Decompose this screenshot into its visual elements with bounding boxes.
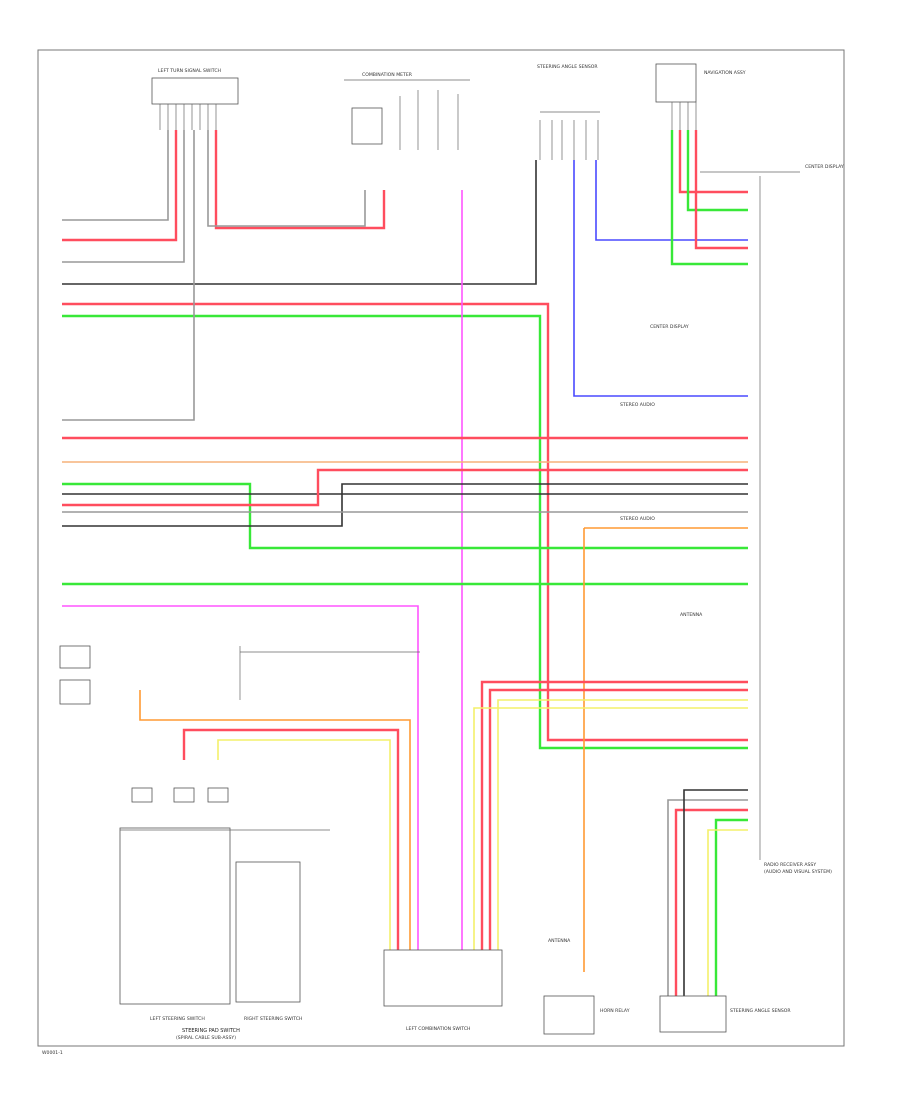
antenna-label: ANTENNA	[548, 938, 571, 944]
inline-label-antenna: ANTENNA	[680, 612, 703, 618]
wire-yellow-bottom-2	[473, 707, 748, 950]
horn-relay-label: HORN RELAY	[600, 1008, 630, 1014]
wire-green-mid	[62, 482, 748, 550]
inline-label-stereo-audio-2: STEREO AUDIO	[620, 516, 655, 522]
left-combination-switch: LEFT COMBINATION SWITCH	[383, 949, 503, 1032]
footer-code: W0001-1	[42, 1050, 63, 1056]
top-right-connector-1: STEERING ANGLE SENSOR	[537, 64, 600, 160]
wire-red-top-center	[214, 130, 386, 230]
wire-black-right-low	[683, 789, 748, 996]
wire-red-right-top	[678, 130, 748, 194]
wire-blue-right	[595, 160, 748, 241]
wire-gray-top-left-1	[62, 130, 169, 221]
wire-red-top-left	[62, 130, 178, 242]
top-center-connector: COMBINATION METER	[344, 72, 470, 150]
wire-red-right-low	[674, 808, 748, 996]
wire-black-mid-2	[62, 483, 748, 527]
wire-red-mid	[62, 468, 748, 507]
steering-switch-title: STEERING PAD SWITCH	[182, 1028, 240, 1034]
steering-pad-switch: LEFT STEERING SWITCH RIGHT STEERING SWIT…	[119, 787, 330, 1041]
wire-black-top-1	[62, 160, 537, 285]
wire-green-right-2	[686, 130, 748, 212]
wire-red-bottom-2	[488, 688, 748, 950]
top-right-connector-1-label: STEERING ANGLE SENSOR	[537, 64, 598, 70]
wire-green-main-1	[62, 314, 748, 750]
top-left-connector-label: LEFT TURN SIGNAL SWITCH	[158, 68, 221, 74]
top-center-connector-label: COMBINATION METER	[362, 72, 413, 78]
wire-group	[62, 130, 748, 996]
inline-label-stereo-audio: STEREO AUDIO	[620, 402, 655, 408]
top-right-connector-2: NAVIGATION ASSY	[655, 63, 746, 130]
right-steering-switch-label: RIGHT STEERING SWITCH	[244, 1016, 302, 1022]
wire-green-right-low	[714, 818, 748, 996]
wire-orange-sw	[139, 690, 411, 950]
left-middle-blocks	[59, 645, 420, 705]
wire-red-sw	[182, 728, 400, 950]
wire-red-main-1	[62, 302, 748, 742]
inline-label-center-display: CENTER DISPLAY	[650, 324, 689, 330]
wire-yellow-sw	[217, 739, 391, 950]
wire-gray-right-low-1	[667, 799, 748, 996]
left-combination-switch-label: LEFT COMBINATION SWITCH	[406, 1026, 471, 1032]
wire-gray-top-center	[207, 130, 366, 227]
right-module-top-label: CENTER DISPLAY	[805, 164, 844, 170]
wire-gray-loop	[62, 130, 195, 421]
wire-red-bottom-1	[480, 680, 748, 950]
left-steering-switch-label: LEFT STEERING SWITCH	[150, 1016, 205, 1022]
wire-yellow-bottom-1	[497, 699, 748, 950]
right-module: CENTER DISPLAY RADIO RECEIVER ASSY (AUDI…	[700, 164, 844, 875]
right-module-sublabel: (AUDIO AND VISUAL SYSTEM)	[764, 869, 832, 875]
wire-gray-top-left-2	[62, 130, 185, 263]
steering-angle-sensor-bottom-label: STEERING ANGLE SENSOR	[730, 1008, 791, 1014]
steering-angle-sensor-bottom: STEERING ANGLE SENSOR	[659, 995, 791, 1033]
diagram-frame	[37, 49, 845, 1047]
steering-switch-subtitle: (SPIRAL CABLE SUB-ASSY)	[176, 1035, 236, 1041]
wire-pink-lower	[62, 605, 419, 950]
wire-red-right-3	[694, 130, 748, 250]
horn-relay: HORN RELAY ANTENNA	[543, 938, 630, 1035]
top-right-connector-2-label: NAVIGATION ASSY	[704, 70, 746, 76]
top-left-connector: LEFT TURN SIGNAL SWITCH	[151, 68, 239, 130]
wire-yellow-right-low	[707, 829, 748, 996]
wire-green-right-top	[670, 130, 748, 266]
right-module-label: RADIO RECEIVER ASSY	[764, 862, 816, 868]
wire-blue-right-2	[573, 160, 748, 397]
